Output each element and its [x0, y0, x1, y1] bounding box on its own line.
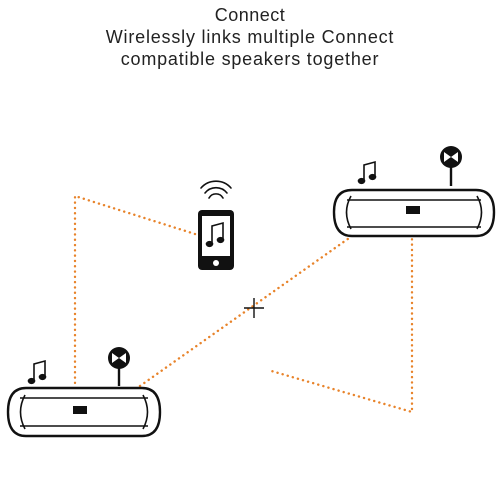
link-line-phone-to-left-speaker	[73, 194, 197, 388]
wifi-icon	[200, 180, 232, 199]
diagram-title: Connect	[214, 5, 286, 25]
speaker-left-music-note-icon	[27, 359, 47, 385]
speaker-right	[332, 146, 496, 238]
smartphone-icon	[198, 210, 234, 270]
speaker-left-button	[73, 406, 87, 414]
speaker-left-connect-icon	[108, 347, 130, 386]
diagram-subtitle-line-2: compatible speakers together	[120, 49, 380, 69]
link-line-right-speaker-return	[266, 232, 414, 414]
speaker-left	[6, 347, 162, 438]
link-lines	[73, 194, 414, 414]
diagram-header: Connect Wirelessly links multiple Connec…	[0, 4, 500, 70]
link-line-left-to-right-speaker	[138, 234, 354, 388]
diagram-subtitle-line-1: Wirelessly links multiple Connect	[105, 27, 395, 47]
speaker-right-music-note-icon	[357, 160, 377, 185]
phone-music-note-icon	[205, 221, 225, 248]
speaker-right-button	[406, 206, 420, 214]
plus-icon	[244, 298, 264, 318]
speaker-right-connect-icon	[440, 146, 462, 186]
